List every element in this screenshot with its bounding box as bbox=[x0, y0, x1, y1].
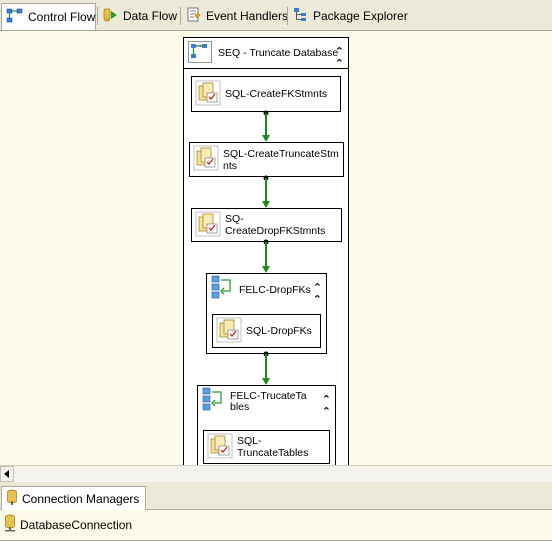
sequence-container-header[interactable]: SEQ - Truncate Database ⌃⌃ bbox=[184, 38, 348, 70]
foreach-loop-icon bbox=[211, 275, 233, 304]
execute-sql-task-icon bbox=[216, 317, 242, 346]
designer-tab-strip: Control Flow Data Flow Event Handlers bbox=[0, 0, 552, 31]
tab-label: Event Handlers bbox=[206, 9, 289, 23]
tab-label: Data Flow bbox=[123, 9, 178, 23]
scroll-left-button[interactable] bbox=[0, 466, 14, 482]
task-sq-create-drop-fk-stmnts[interactable]: SQ-CreateDropFKStmnts bbox=[191, 208, 342, 242]
execute-sql-task-icon bbox=[195, 80, 221, 109]
control-flow-icon bbox=[6, 8, 24, 27]
connection-managers-tab-bar: Connection Managers bbox=[0, 482, 552, 510]
sequence-container-icon bbox=[188, 40, 212, 66]
collapse-chevron-icon[interactable]: ⌃⌃ bbox=[321, 394, 331, 418]
tab-label: Control Flow bbox=[28, 10, 96, 24]
foreach-loop-title: FELC-DropFKs bbox=[239, 283, 311, 296]
task-label: SQL-DropFKs bbox=[246, 325, 312, 337]
task-label: SQ-CreateDropFKStmnts bbox=[225, 213, 326, 237]
connection-managers-area[interactable]: DatabaseConnection bbox=[0, 510, 552, 541]
foreach-loop-header[interactable]: FELC-DropFKs ⌃⌃ bbox=[207, 274, 326, 306]
foreach-loop-icon bbox=[202, 387, 224, 416]
database-connection-icon bbox=[4, 514, 18, 535]
tab-label: Connection Managers bbox=[22, 491, 140, 506]
event-handlers-icon bbox=[186, 7, 202, 26]
tab-package-explorer[interactable]: Package Explorer bbox=[289, 4, 408, 28]
foreach-loop-drop-fks[interactable]: FELC-DropFKs ⌃⌃ SQL-DropFKs bbox=[206, 273, 327, 354]
collapse-chevron-icon[interactable]: ⌃⌃ bbox=[334, 46, 344, 70]
task-label: SQL-TruncateTables bbox=[237, 435, 309, 459]
horizontal-scrollbar[interactable] bbox=[0, 465, 552, 482]
data-flow-icon bbox=[103, 7, 119, 26]
execute-sql-task-icon bbox=[195, 211, 221, 240]
arrow-left-icon bbox=[4, 470, 9, 478]
package-explorer-icon bbox=[293, 7, 309, 26]
task-label: SQL-CreateTruncateStmnts bbox=[223, 147, 339, 172]
task-sql-create-truncate-stmnts[interactable]: SQL-CreateTruncateStmnts bbox=[189, 142, 344, 177]
sequence-container-title: SEQ - Truncate Database bbox=[218, 47, 339, 59]
task-sql-drop-fks[interactable]: SQL-DropFKs bbox=[212, 314, 321, 348]
connection-label: DatabaseConnection bbox=[20, 517, 133, 532]
connection-item-database-connection[interactable]: DatabaseConnection bbox=[4, 514, 132, 535]
tab-data-flow[interactable]: Data Flow bbox=[99, 4, 179, 28]
foreach-loop-title: FELC-TrucateTables bbox=[230, 389, 307, 413]
task-label: SQL-CreateFKStmnts bbox=[225, 88, 328, 100]
control-flow-design-surface[interactable]: SEQ - Truncate Database ⌃⌃ SQL-CreateFKS… bbox=[0, 31, 552, 465]
connection-manager-icon bbox=[6, 489, 18, 508]
collapse-chevron-icon[interactable]: ⌃⌃ bbox=[312, 282, 322, 306]
execute-sql-task-icon bbox=[207, 433, 233, 462]
foreach-loop-truncate-tables[interactable]: FELC-TrucateTables ⌃⌃ SQL-TruncateTables bbox=[197, 385, 336, 465]
execute-sql-task-icon bbox=[193, 145, 219, 174]
task-sql-truncate-tables[interactable]: SQL-TruncateTables bbox=[203, 430, 330, 464]
tab-event-handlers[interactable]: Event Handlers bbox=[182, 4, 289, 28]
tab-label: Package Explorer bbox=[313, 9, 408, 23]
tab-connection-managers[interactable]: Connection Managers bbox=[1, 486, 147, 510]
tab-control-flow[interactable]: Control Flow bbox=[1, 3, 96, 30]
task-sql-create-fk-stmnts[interactable]: SQL-CreateFKStmnts bbox=[191, 76, 341, 112]
foreach-loop-header[interactable]: FELC-TrucateTables ⌃⌃ bbox=[198, 386, 335, 418]
